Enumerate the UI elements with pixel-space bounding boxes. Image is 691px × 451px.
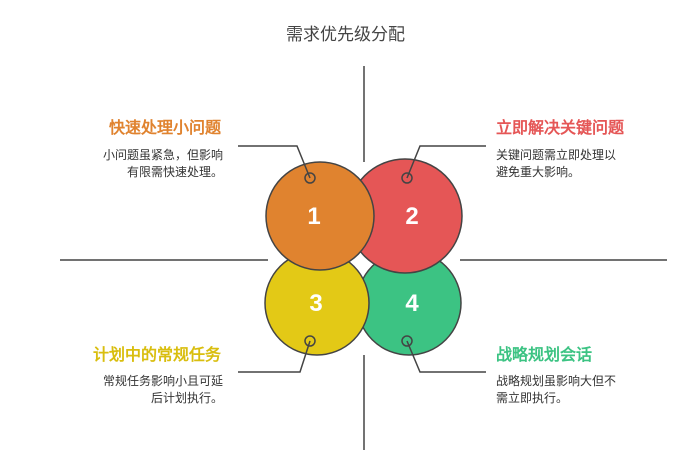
heading-quadrant-3: 计划中的常规任务 <box>92 345 221 364</box>
anchor-dot-4 <box>401 335 413 347</box>
desc-line: 常规任务影响小且可延 <box>102 374 223 388</box>
circle-number-4: 4 <box>405 290 419 317</box>
anchor-dot-1 <box>304 172 316 184</box>
circle-number-3: 3 <box>309 290 322 317</box>
desc-quadrant-1: 小问题虽紧急，但影响 有限需快速处理。 <box>103 147 223 181</box>
desc-quadrant-2: 关键问题需立即处理以 避免重大影响。 <box>496 147 616 181</box>
circle-number-1: 1 <box>307 203 320 230</box>
leader-line-1 <box>238 145 311 179</box>
desc-line: 后计划执行。 <box>150 391 223 405</box>
circle-1 <box>265 161 375 271</box>
heading-quadrant-4: 战略规划会话 <box>496 345 593 364</box>
desc-line: 战略规划虽影响大但不 <box>496 374 617 388</box>
desc-line: 有限需快速处理。 <box>126 165 223 179</box>
diagram-title: 需求优先级分配 <box>286 25 405 45</box>
anchor-dot-3 <box>304 335 316 347</box>
desc-quadrant-4: 战略规划虽影响大但不 需立即执行。 <box>496 373 616 407</box>
heading-quadrant-2: 立即解决关键问题 <box>496 118 625 137</box>
desc-line: 需立即执行。 <box>496 391 569 405</box>
leader-line-3 <box>238 340 311 373</box>
desc-line: 小问题虽紧急，但影响 <box>102 148 223 162</box>
circle-number-2: 2 <box>405 203 418 230</box>
anchor-dot-2 <box>401 172 413 184</box>
leader-line-2 <box>406 145 486 179</box>
desc-quadrant-3: 常规任务影响小且可延 后计划执行。 <box>103 373 223 407</box>
heading-quadrant-1: 快速处理小问题 <box>108 118 221 137</box>
desc-line: 关键问题需立即处理以 <box>496 148 617 162</box>
desc-line: 避免重大影响。 <box>496 165 581 179</box>
leader-line-4 <box>406 340 486 373</box>
